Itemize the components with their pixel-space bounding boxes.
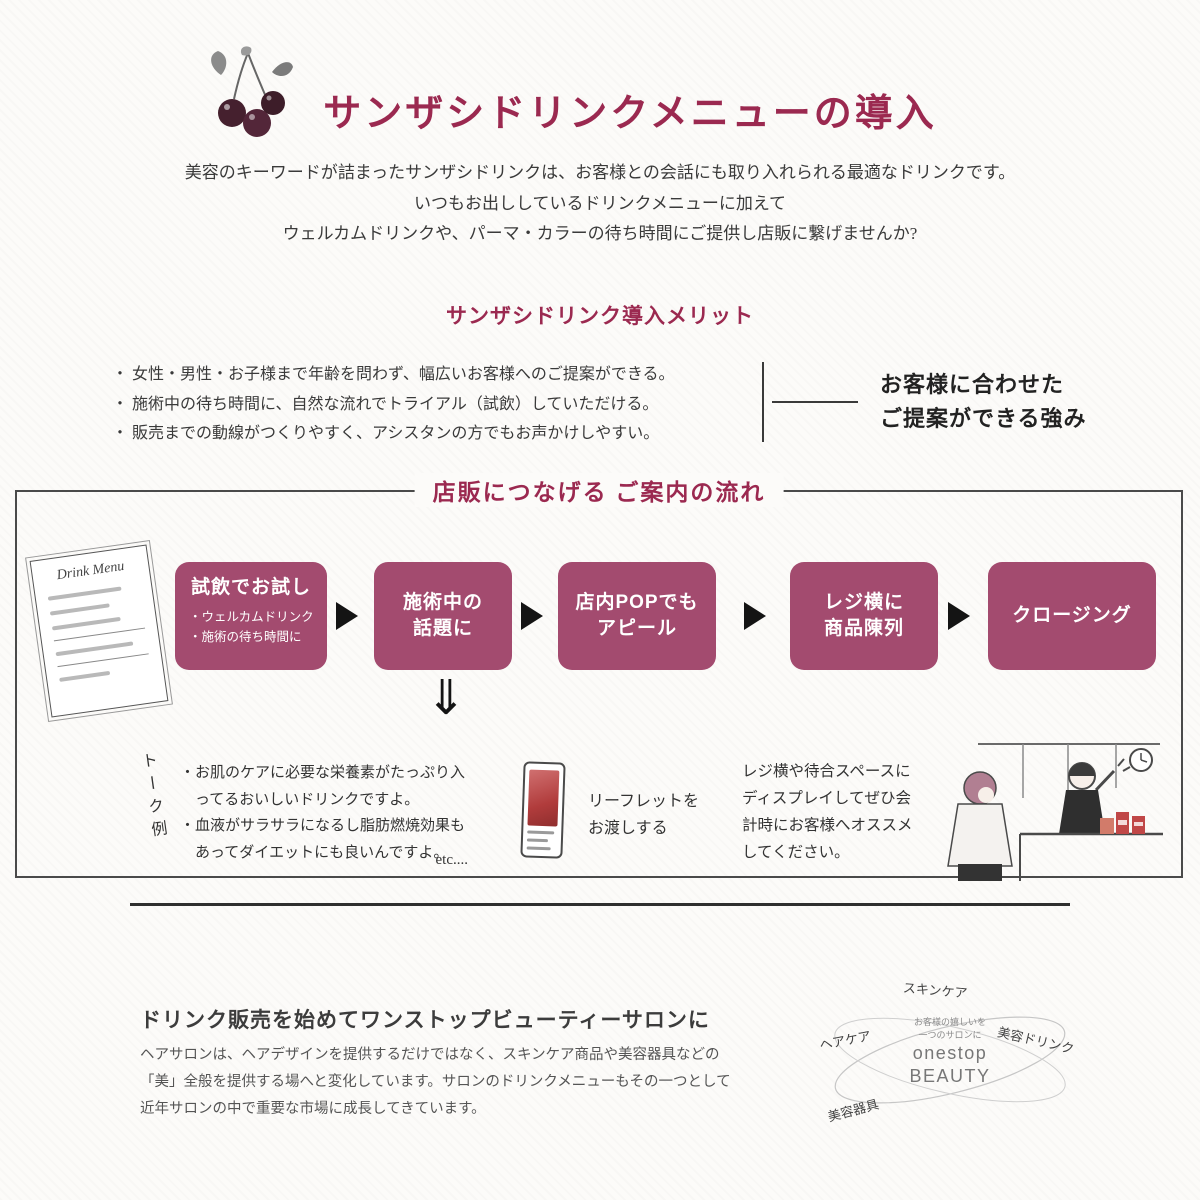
flow-step-4: レジ横に 商品陳列 (790, 562, 938, 670)
hawthorn-berries-icon (211, 46, 293, 137)
bottom-heading: ドリンク販売を始めてワンストップビューティーサロンに (140, 1008, 710, 1032)
flow-step-5: クロージング (988, 562, 1156, 670)
menu-rule (53, 627, 146, 642)
vertical-divider (762, 362, 764, 442)
menu-text-line (59, 670, 110, 682)
right-arrow-icon (744, 602, 766, 630)
brand-line-2: BEAUTY (909, 1065, 991, 1086)
leaflet-illustration (520, 761, 566, 859)
right-arrow-icon (336, 602, 358, 630)
leaflet-text-line (527, 830, 555, 835)
flow-step-1-label: 試飲でお試し (190, 577, 311, 598)
leaflet-photo (527, 769, 560, 827)
merit-item: ・ 施術中の待ち時間に、自然な流れでトライアル（試飲）していただける。 (112, 395, 659, 413)
flow-step-2-label: 施術中の 話題に (402, 592, 483, 639)
merits-title: サンザシドリンク導入メリット (446, 304, 754, 328)
menu-text-line (55, 641, 134, 657)
flow-step-4-label: レジ横に 商品陳列 (823, 592, 904, 639)
menu-text-line (51, 616, 121, 631)
flow-step-1-sublist: ・ウェルカムドリンク ・施術の待ち時間に (189, 609, 314, 645)
leaflet-text-line (526, 846, 551, 851)
connector-line (772, 401, 858, 403)
merit-item: ・ 女性・男性・お子様まで年齢を問わず、幅広いお客様へのご提案ができる。 (112, 366, 675, 383)
drink-menu-card-illustration: Drink Menu (24, 540, 174, 722)
merits-highlight: お客様に合わせた ご提案ができる強み (880, 372, 1087, 432)
diagram-center: お客様の嬉しいを 一つのサロンに onestop BEAUTY (880, 1016, 1020, 1087)
register-display-note: レジ横や待合スペースに ディスプレイしてぜひ会 計時にお客様へオススメ してくだ… (742, 763, 913, 862)
menu-text-line (49, 603, 110, 616)
bottom-body-text: ヘアサロンは、ヘアデザインを提供するだけではなく、スキンケア商品や美容器具などの… (140, 1047, 731, 1117)
flow-step-5-label: クロージング (1012, 605, 1132, 627)
onestop-beauty-diagram: お客様の嬉しいを 一つのサロンに onestop BEAUTY スキンケア 美容… (805, 980, 1095, 1140)
section-divider (130, 903, 1070, 906)
diagram-tagline: お客様の嬉しいを 一つのサロンに (913, 1017, 986, 1040)
intro-text: 美容のキーワードが詰まったサンザシドリンクは、お客様との会話にも取り入れられる最… (184, 163, 1016, 244)
orbit-ellipses-icon (834, 1016, 1066, 1104)
flow-step-3: 店内POPでも アピール (558, 562, 716, 670)
flow-section-title: 店販につなげる ご案内の流れ (414, 473, 784, 507)
merits-list: ・ 女性・男性・お子様まで年齢を問わず、幅広いお客様へのご提案ができる。 ・ 施… (112, 360, 752, 449)
drink-menu-card-title: Drink Menu (55, 558, 126, 584)
talk-example-text: ・お肌のケアに必要な栄養素がたっぷり入 ってるおいしいドリンクですよ。 ・血液が… (180, 765, 466, 862)
brand-line-1: onestop (912, 1043, 988, 1064)
talk-etc-text: etc.... (435, 852, 468, 868)
flow-step-2: 施術中の 話題に (374, 562, 512, 670)
right-arrow-icon (948, 602, 970, 630)
page-title: サンザシドリンクメニューの導入 (323, 93, 937, 135)
leaflet-caption: リーフレットを お渡しする (588, 793, 700, 838)
flow-step-1: 試飲でお試し ・ウェルカムドリンク ・施術の待ち時間に (175, 562, 327, 670)
leaflet-text-line (526, 838, 548, 843)
menu-text-line (47, 586, 122, 601)
merit-item: ・ 販売までの動線がつくりやすく、アシスタンの方でもお声かけしやすい。 (112, 425, 660, 443)
flow-step-3-label: 店内POPでも アピール (575, 592, 699, 639)
salon-counter-scene-illustration (947, 743, 1163, 881)
menu-rule (57, 653, 149, 668)
flow-section-frame: 店販につなげる ご案内の流れ (15, 473, 1183, 878)
down-double-arrow-icon: ⇓ (426, 670, 467, 726)
right-arrow-icon (521, 602, 543, 630)
